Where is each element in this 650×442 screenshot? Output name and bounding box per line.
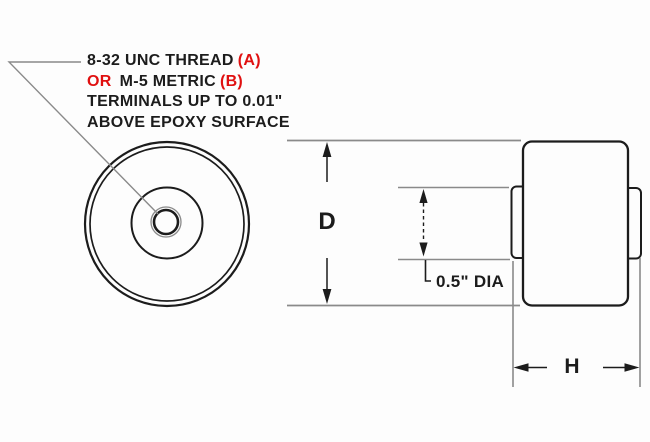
diameter-label: D xyxy=(318,208,336,235)
dimension-height xyxy=(512,258,641,387)
hole-upper-arrowhead-icon xyxy=(419,189,428,203)
thread-note-ref-a: (A) xyxy=(237,52,261,69)
thread-note-line1-text: 8-32 UNC THREAD xyxy=(87,52,234,69)
side-view-body xyxy=(521,140,630,307)
hole-diameter-label: 0.5" DIA xyxy=(435,272,505,291)
thread-note: 8-32 UNC THREAD(A) OR M-5 METRIC(B) TERMI… xyxy=(87,51,290,133)
side-view xyxy=(510,140,642,307)
thread-note-line4-text: ABOVE EPOXY SURFACE xyxy=(87,113,290,131)
thread-note-ref-b: (B) xyxy=(219,72,244,90)
front-view-center-hole-circle xyxy=(152,208,180,236)
dimension-hole xyxy=(398,186,510,282)
front-view xyxy=(7,61,251,308)
front-view-thread-relief-circle xyxy=(150,206,182,238)
thread-note-or: OR xyxy=(87,72,112,90)
thread-note-line-2: OR M-5 METRIC(B) xyxy=(87,72,290,93)
hole-label-leader-line xyxy=(424,260,431,282)
height-label: H xyxy=(564,355,580,378)
front-view-boss-circle xyxy=(130,186,204,260)
diameter-upper-arrowhead-icon xyxy=(322,142,332,157)
hole-lower-arrowhead-icon xyxy=(419,242,428,257)
thread-note-line-3: TERMINALS UP TO 0.01" xyxy=(87,92,290,113)
height-left-arrowhead-icon xyxy=(513,363,529,372)
front-view-inner-rim-circle xyxy=(89,146,245,302)
dimension-diameter xyxy=(287,139,521,307)
thread-note-line2-text: M-5 METRIC xyxy=(119,72,216,90)
note-leader-line xyxy=(7,61,159,215)
thread-note-line-4: ABOVE EPOXY SURFACE xyxy=(87,113,290,134)
height-right-arrowhead-icon xyxy=(624,363,640,372)
diameter-lower-arrowhead-icon xyxy=(322,289,332,304)
thread-note-line3-text: TERMINALS UP TO 0.01" xyxy=(87,93,283,110)
thread-note-line-1: 8-32 UNC THREAD(A) xyxy=(87,51,290,72)
front-view-outer-rim-circle xyxy=(83,140,251,308)
